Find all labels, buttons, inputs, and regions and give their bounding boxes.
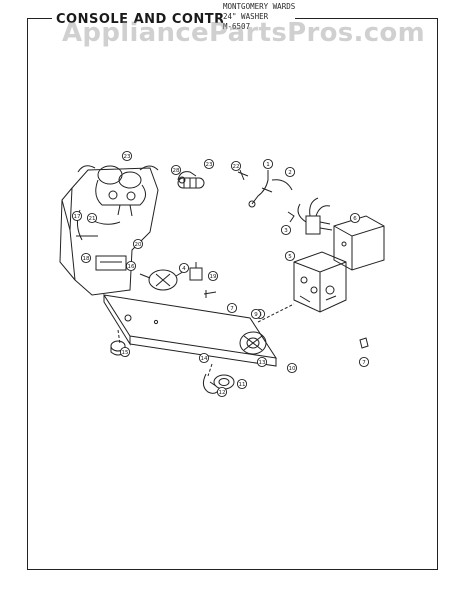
callout-label: 10 [289, 366, 296, 372]
bushing [189, 262, 203, 281]
callout-label: 12 [219, 390, 226, 396]
hose-elbow [177, 171, 197, 184]
callout: 19 [207, 270, 219, 282]
callout-label: 11 [239, 382, 246, 388]
callout: 7 [358, 356, 370, 368]
wire-connector [297, 197, 333, 235]
callout: 15 [119, 346, 131, 358]
callout: 1 [262, 158, 274, 170]
switch-box [333, 215, 385, 271]
callout: 13 [256, 356, 268, 368]
callout-label: 23 [124, 154, 131, 160]
callout-label: 19 [210, 274, 217, 280]
model-number: M-6507 [223, 22, 251, 31]
callout-label: 22 [233, 164, 240, 170]
bracket [95, 255, 127, 271]
callout-label: 23 [206, 162, 213, 168]
pressure-switch [139, 269, 187, 291]
callout: 4 [178, 262, 190, 274]
timer-block [293, 251, 347, 313]
callout-label: 21 [89, 216, 96, 222]
wire-harness [248, 170, 293, 208]
callout: 21 [86, 212, 98, 224]
callout: 2 [284, 166, 296, 178]
callout: 10 [286, 362, 298, 374]
control-panel [102, 294, 295, 377]
knob-insert [359, 337, 369, 349]
callout-label: 17 [74, 214, 81, 220]
callout: 16 [125, 260, 137, 272]
callout-label: 16 [128, 264, 135, 270]
model-info: MONTGOMERY WARDS 24" WASHER M-6507 [223, 2, 296, 32]
callout: 23 [203, 158, 215, 170]
callout-label: 6 [353, 216, 357, 222]
coil-spring [177, 177, 205, 189]
model-type: 24" WASHER [223, 12, 269, 21]
water-valve [77, 165, 159, 217]
screw [203, 290, 217, 298]
callout-label: 3 [284, 228, 288, 234]
console-back-panel [69, 167, 159, 296]
callout: 6 [349, 212, 361, 224]
callout: 18 [80, 252, 92, 264]
callout-label: 7 [230, 306, 234, 312]
callout: 3 [280, 224, 292, 236]
callout-label: 1 [266, 162, 270, 168]
callout-label: 7 [362, 360, 366, 366]
clip [287, 211, 295, 223]
callout-label: 28 [173, 168, 180, 174]
model-brand: MONTGOMERY WARDS [223, 2, 296, 11]
callout: 11 [236, 378, 248, 390]
watermark: AppliancePartsPros.com [62, 18, 425, 48]
screw [237, 169, 249, 181]
callout: 14 [198, 352, 210, 364]
callout-label: 14 [201, 356, 208, 362]
callout: 9 [250, 308, 262, 320]
callout-label: 2 [288, 170, 292, 176]
callouts: 23 28 23 22 1 2 3 21 17 20 18 16 4 5 6 1… [71, 150, 370, 398]
callout: 17 [71, 210, 83, 222]
callout: 5 [284, 250, 296, 262]
callout-label: 18 [83, 256, 90, 262]
callout-label: 9 [254, 312, 258, 318]
callout: 7 [226, 302, 238, 314]
callout: 12 [216, 386, 228, 398]
callout-label: 15 [122, 350, 129, 356]
callout: 22 [230, 160, 242, 172]
callout-label: 20 [135, 242, 142, 248]
diagram-title: CONSOLE AND CONTROLS [52, 12, 259, 27]
callout-label: 4 [182, 266, 186, 272]
callout-label: 5 [288, 254, 292, 260]
callout: 28 [170, 164, 182, 176]
callout: 23 [121, 150, 133, 162]
callout-label: 13 [259, 360, 266, 366]
callout: 20 [132, 238, 144, 250]
